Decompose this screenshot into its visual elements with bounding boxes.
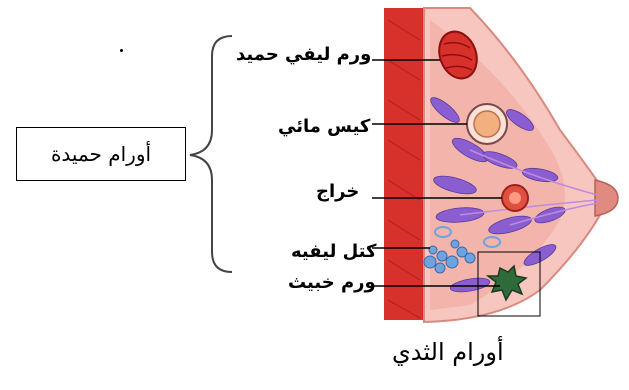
label-malignant: ورم خبيث: [288, 272, 376, 293]
abscess-mass: [502, 185, 528, 211]
nipple: [595, 180, 618, 216]
label-fibrocystic: كتل ليفيه: [291, 241, 376, 262]
chest-muscle: [384, 8, 424, 320]
label-cyst: كيس مائي: [278, 116, 370, 137]
label-abscess: خراج: [316, 181, 359, 202]
cyst-mass: [467, 104, 507, 144]
curly-bracket: [190, 36, 232, 272]
label-fibroadenoma: ورم ليفي حميد: [236, 44, 371, 65]
diagram-caption: أورام الثدي: [392, 338, 504, 366]
